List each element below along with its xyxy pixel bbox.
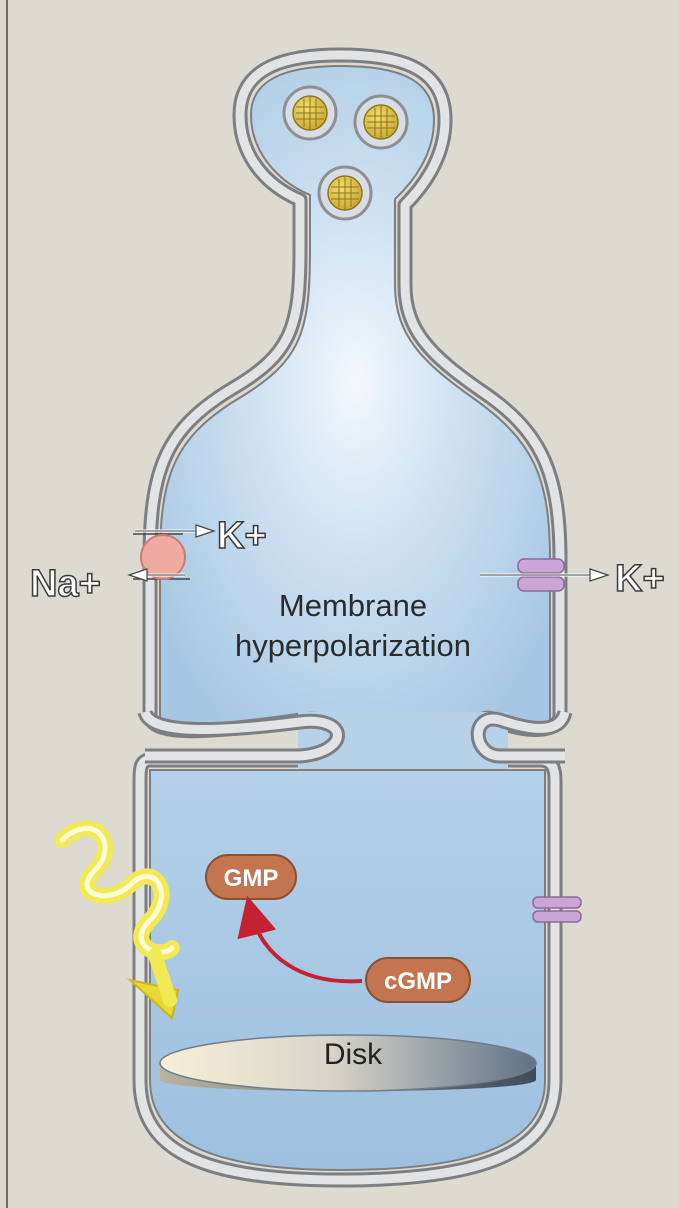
na-plus-label: Na+ <box>30 563 101 605</box>
synaptic-vesicle-icon <box>282 85 409 221</box>
left-border-line <box>6 0 8 1208</box>
closed-channel-icon <box>532 896 582 923</box>
light-wave-icon <box>54 820 180 1020</box>
disk-label: Disk <box>324 1038 383 1071</box>
ion-channel-icon <box>480 558 610 592</box>
disk-icon: Disk <box>159 1034 537 1092</box>
conversion-arrow <box>237 895 363 984</box>
gmp-pill: GMP <box>205 854 297 900</box>
gmp-label: GMP <box>224 865 279 892</box>
cell-upper-compartment <box>142 47 568 725</box>
cell-outer-segment <box>132 712 563 1188</box>
k-plus-right-label: K+ <box>615 558 665 600</box>
cgmp-pill: cGMP <box>365 957 471 1003</box>
membrane-label-line2: hyperpolarization <box>235 628 471 663</box>
k-plus-left-label: K+ <box>217 515 267 557</box>
exchanger-icon <box>127 524 216 582</box>
membrane-label-line1: Membrane <box>279 588 427 623</box>
cgmp-label: cGMP <box>384 968 452 995</box>
cilium-folds <box>137 708 573 764</box>
